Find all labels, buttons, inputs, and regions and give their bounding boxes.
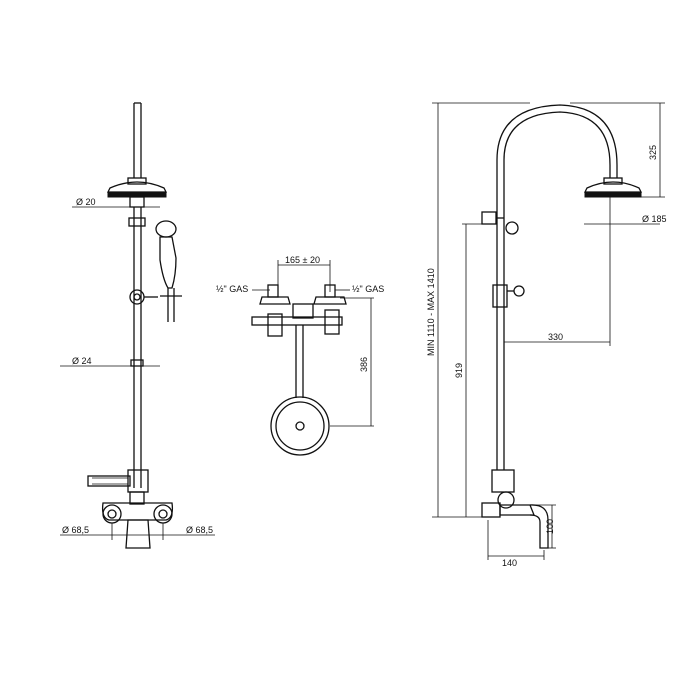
dim-height-386: 386 [359,357,369,372]
front-view: Ø 20 Ø 24 Ø 68,5 Ø 68,5 [60,102,215,549]
connection-dimensions: 165 ± 20 ½" GAS ½" GAS 386 [216,255,384,427]
mixer-side [481,469,549,549]
front-dimensions: Ø 20 Ø 24 Ø 68,5 Ø 68,5 [60,197,215,540]
dim-dia-right: Ø 68,5 [186,525,213,535]
riser-fittings-side [481,211,525,308]
dim-dia-riser-top: Ø 20 [76,197,96,207]
connection-body [251,284,347,398]
shower-head-front [106,177,168,208]
shower-head-side [583,177,643,198]
side-dimensions: MIN 1110 - MAX 1410 919 325 Ø 185 330 10… [426,102,667,568]
connection-view: 165 ± 20 ½" GAS ½" GAS 386 [216,255,384,456]
dim-spout-height: 100 [545,519,555,534]
dim-gas-right: ½" GAS [352,284,384,294]
main-riser [128,207,146,488]
dim-arch-drop: 325 [648,145,658,160]
dim-reach: 330 [548,332,563,342]
arched-riser [496,104,618,470]
mixer-body-front [87,469,174,549]
dim-spout-reach: 140 [502,558,517,568]
dim-dia-left: Ø 68,5 [62,525,89,535]
dim-gas-left: ½" GAS [216,284,248,294]
side-elevation: MIN 1110 - MAX 1410 919 325 Ø 185 330 10… [426,102,667,568]
dim-centers: 165 ± 20 [285,255,320,265]
dim-dia-riser: Ø 24 [72,356,92,366]
wall-flange [270,396,330,456]
hand-shower-front [155,220,182,322]
dim-head-dia: Ø 185 [642,214,667,224]
dim-outlet-height: 919 [454,363,464,378]
diverter-front [129,289,158,305]
riser-top-stub [133,102,142,178]
dim-total-height: MIN 1110 - MAX 1410 [426,268,436,356]
